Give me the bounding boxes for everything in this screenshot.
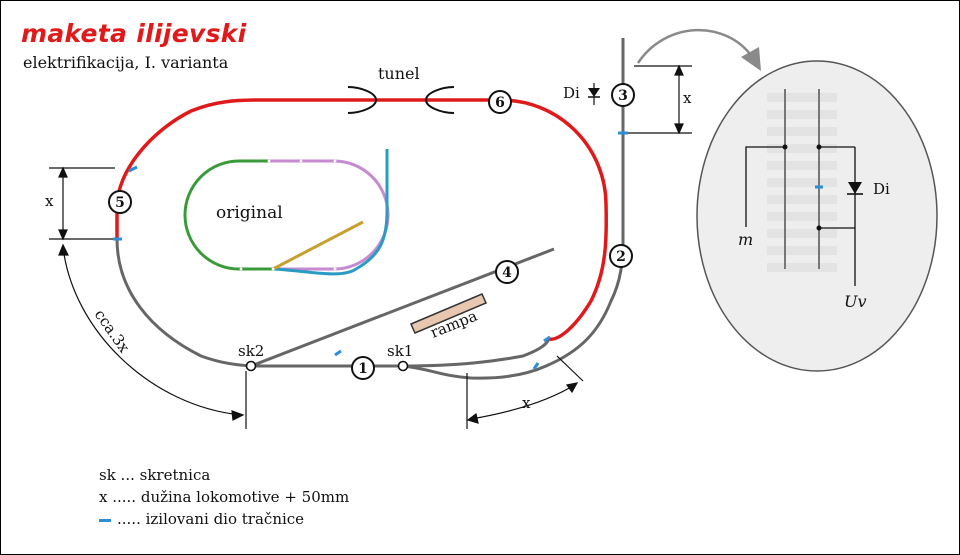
insulator-swatch xyxy=(99,518,111,522)
section-4-label: 4 xyxy=(502,265,512,281)
supply-label: Uv xyxy=(844,292,867,311)
legend: sk ... skretnica x ..... dužina lokomoti… xyxy=(99,464,349,530)
sleeper xyxy=(767,110,837,119)
section-1-label: 1 xyxy=(358,361,368,377)
original-violet-track xyxy=(269,159,390,271)
dimension-x-right-label: x xyxy=(683,89,692,107)
tunnel-label: tunel xyxy=(378,64,420,83)
tunnel-portal-left xyxy=(347,86,378,114)
insulator xyxy=(543,335,551,343)
dimension-arc-3x xyxy=(58,243,247,429)
dimension-x-bottom xyxy=(466,355,584,429)
section-markers: 1 2 3 4 5 6 xyxy=(108,83,635,380)
inset-junctions xyxy=(782,144,822,231)
sleeper xyxy=(767,212,837,221)
section-3-marker: 3 xyxy=(611,83,635,107)
legend-item-switch: sk ... skretnica xyxy=(99,464,349,486)
sleeper xyxy=(767,144,837,153)
switch-sk2-marker xyxy=(245,360,257,372)
inset-detail: Di m Uv xyxy=(696,60,938,372)
sleeper xyxy=(767,229,837,238)
sleeper xyxy=(767,93,837,102)
section-5-marker: 5 xyxy=(108,190,132,214)
sleeper xyxy=(767,127,837,136)
legend-text: ..... izilovani dio tračnice xyxy=(117,510,305,528)
switches: sk2 sk1 xyxy=(238,342,413,372)
original-teal-track xyxy=(272,149,389,276)
zoom-arrow xyxy=(636,28,761,71)
inset-wiring xyxy=(745,146,856,286)
ramp xyxy=(410,293,487,334)
original-ochre-spur xyxy=(272,220,364,271)
section-4-marker: 4 xyxy=(495,260,519,284)
original-layout xyxy=(183,149,390,276)
inset-sleepers xyxy=(767,93,837,272)
ground-label: m xyxy=(738,230,753,249)
insulator xyxy=(334,349,342,357)
branch-track-right xyxy=(402,38,625,380)
dimension-x-left xyxy=(49,166,115,241)
tunnel-portals xyxy=(347,86,455,114)
section-5-label: 5 xyxy=(115,195,125,211)
insulator xyxy=(532,362,540,370)
sleeper xyxy=(767,178,837,187)
section-2-marker: 2 xyxy=(609,244,633,268)
switch-sk1-label: sk1 xyxy=(387,342,413,360)
legend-text: x ..... dužina lokomotive + 50mm xyxy=(99,488,350,506)
diode-label-inset: Di xyxy=(873,180,890,198)
ramp-block xyxy=(410,293,487,334)
insulated-joints xyxy=(113,131,628,370)
main-layout xyxy=(115,38,625,380)
diode-symbol-small xyxy=(588,83,600,105)
dimension-x-left-label: x xyxy=(45,192,54,210)
legend-text: sk ... skretnica xyxy=(99,466,211,484)
sleeper xyxy=(767,161,837,170)
brand-title: maketa ilijevski xyxy=(21,19,247,48)
tunnel-portal-right xyxy=(424,86,455,114)
dimension-x-right xyxy=(628,64,692,135)
section-6-marker: 6 xyxy=(488,90,512,114)
original-label: original xyxy=(216,203,283,223)
insulator xyxy=(128,165,138,173)
diagram-subtitle: elektrifikacija, I. varianta xyxy=(23,53,229,72)
sleeper xyxy=(767,263,837,272)
original-green-track xyxy=(183,159,273,271)
section-6-label: 6 xyxy=(495,95,505,111)
section-1-marker: 1 xyxy=(351,356,375,380)
diode-label-small: Di xyxy=(563,84,580,102)
powered-section-red xyxy=(115,98,609,341)
legend-item-length: x ..... dužina lokomotive + 50mm xyxy=(99,486,349,508)
dimension-x-bottom-label: x xyxy=(522,394,531,412)
sleeper xyxy=(767,246,837,255)
section-3-label: 3 xyxy=(618,88,628,104)
legend-item-insulated: ..... izilovani dio tračnice xyxy=(99,508,349,530)
section-2-label: 2 xyxy=(616,249,626,265)
diode-symbol-inset xyxy=(847,182,863,195)
switch-sk1-marker xyxy=(397,360,409,372)
sleeper xyxy=(767,195,837,204)
switch-sk2-label: sk2 xyxy=(238,342,264,360)
